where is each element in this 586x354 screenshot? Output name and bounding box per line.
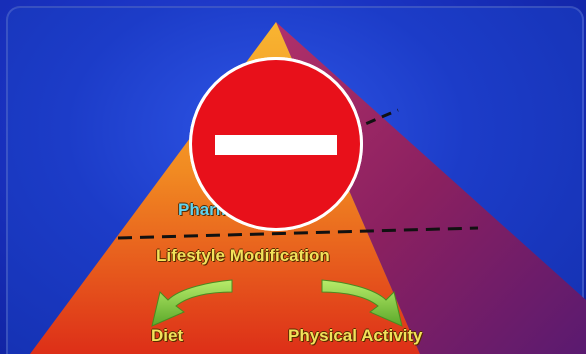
slide: Pharmacotherapy Lifestyle Modification D…	[0, 0, 586, 354]
no-entry-overlay	[0, 0, 586, 354]
